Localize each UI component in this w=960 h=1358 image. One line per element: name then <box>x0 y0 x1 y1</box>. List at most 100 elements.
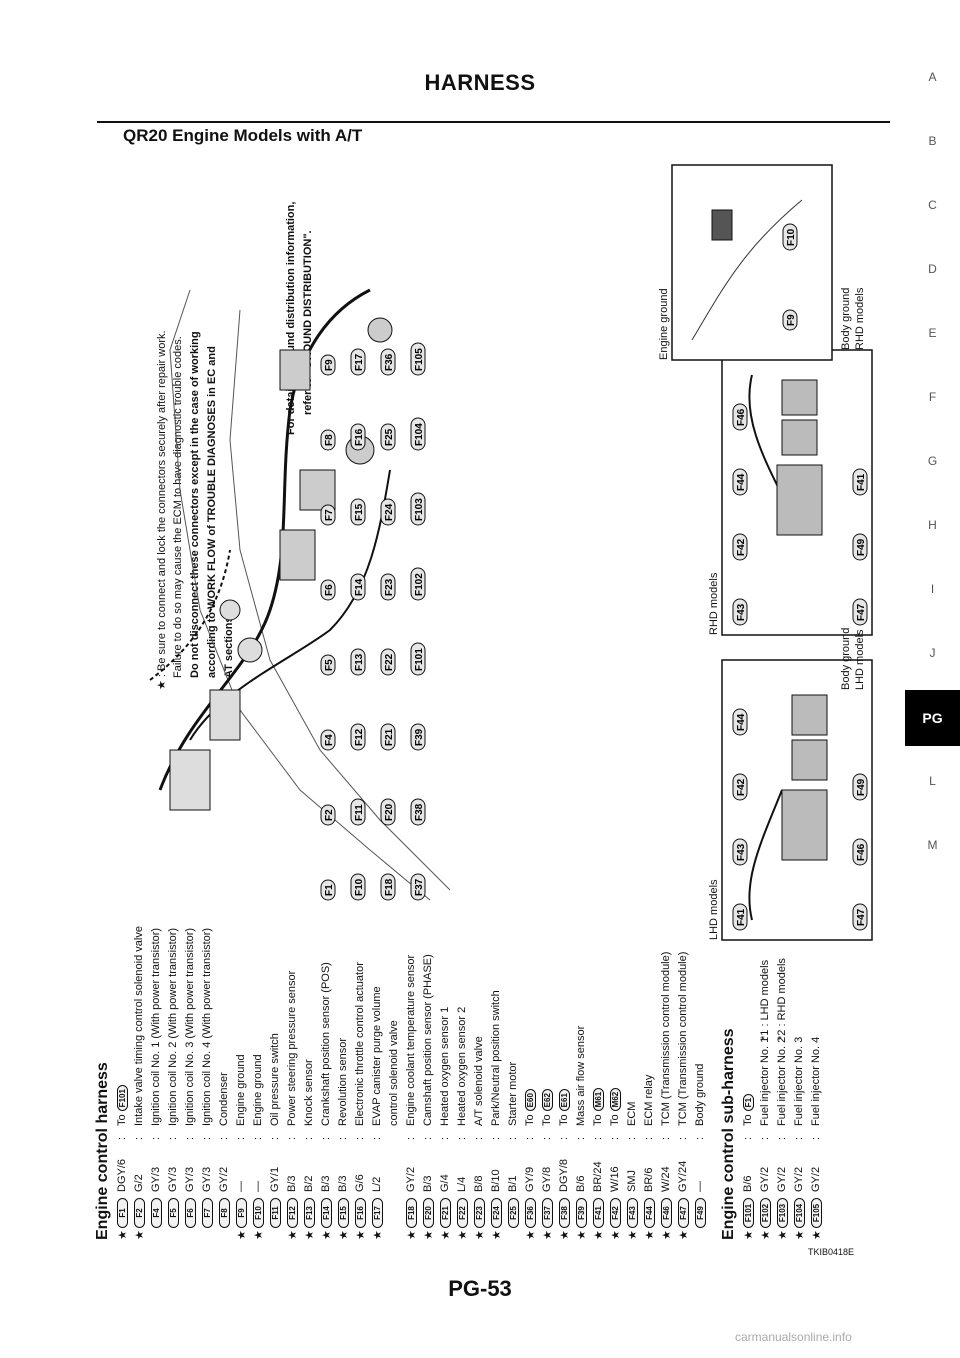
connector-description: To E61 <box>558 1089 570 1126</box>
connector-color: L/2 <box>371 1176 383 1192</box>
colon-sep: : <box>810 1136 822 1140</box>
callout-label: F12 <box>354 728 365 746</box>
connector-code: F11 <box>270 1198 281 1228</box>
colon-sep: : <box>742 1136 754 1140</box>
callout-badge <box>320 729 336 751</box>
callout-label: F105 <box>414 348 425 371</box>
connector-code: F39 <box>576 1198 587 1228</box>
side-tab-f[interactable]: F <box>928 390 937 404</box>
callout-label: F10 <box>354 878 365 896</box>
connector-color: G/2 <box>133 1174 145 1192</box>
side-tab-l[interactable]: L <box>929 774 936 788</box>
connector-code: F41 <box>593 1198 604 1228</box>
side-tab-a[interactable]: A <box>928 70 937 84</box>
callout-label: F14 <box>354 578 365 596</box>
connector-description: Starter motor <box>507 1061 519 1126</box>
callout-label: F46 <box>856 843 867 861</box>
callout-label: F41 <box>736 908 747 926</box>
engine-callout-group: F1F2F4F5F6F7F8F9F10F11F12F13F14F15F16F17… <box>320 342 426 901</box>
connector-description: ECM <box>626 1101 638 1126</box>
callout-badge <box>852 773 868 801</box>
side-tab-h[interactable]: H <box>928 518 937 532</box>
side-tab-b[interactable]: B <box>928 134 937 148</box>
colon-sep: : <box>167 1136 179 1140</box>
callout-badge <box>410 873 426 901</box>
connector-description: Fuel injector No. 3 <box>793 1036 805 1126</box>
connector-color: GY/2 <box>776 1166 788 1192</box>
colon-sep: : <box>643 1136 655 1140</box>
callout-label: F103 <box>414 498 425 521</box>
colon-sep: : <box>759 1136 771 1140</box>
side-tab-pg[interactable]: PG <box>905 690 960 746</box>
body-ground-lhd-label: Body ground <box>840 627 852 690</box>
callout-label: F1 <box>324 884 335 896</box>
colon-sep: : <box>793 1136 805 1140</box>
colon-sep: : <box>490 1136 502 1140</box>
connector-ref: E61 <box>559 1089 570 1112</box>
callout-badge <box>380 573 396 601</box>
callout-label: F6 <box>324 584 335 596</box>
legend-star-icon: ★ <box>794 1230 806 1240</box>
connector-code: F21 <box>440 1198 451 1228</box>
colon-sep: : <box>371 1136 383 1140</box>
callout-badge <box>350 798 366 826</box>
connector-code: F15 <box>338 1198 349 1228</box>
callout-badge <box>320 879 336 901</box>
callout-badge <box>380 423 396 451</box>
side-tab-c[interactable]: C <box>928 198 937 212</box>
callout-label: F11 <box>354 804 365 821</box>
connector-color: B/3 <box>337 1175 349 1192</box>
connector-code: F18 <box>406 1198 417 1228</box>
connector-description: Camshaft position sensor (PHASE) <box>422 954 434 1126</box>
colon-sep: : <box>660 1136 672 1140</box>
side-tab-j[interactable]: J <box>929 646 936 660</box>
callout-label: F8 <box>324 434 335 446</box>
colon-sep: : <box>184 1136 196 1140</box>
connector-description: A/T solenoid valve <box>473 1036 485 1126</box>
side-tab-m[interactable]: M <box>927 838 938 852</box>
connector-color: W/16 <box>609 1166 621 1192</box>
connector-code: F23 <box>474 1198 485 1228</box>
connector-color: GY/9 <box>524 1166 536 1192</box>
connector-color: B/3 <box>286 1175 298 1192</box>
connector-description: EVAP canister purge volume <box>371 986 383 1126</box>
connector-description: Mass air flow sensor <box>575 1025 587 1126</box>
connector-description: Engine ground <box>235 1054 247 1126</box>
connector-description: Electronic throttle control actuator <box>354 962 366 1126</box>
side-tab-g[interactable]: G <box>927 454 938 468</box>
callout-badge <box>410 417 426 451</box>
colon-sep: : <box>541 1136 553 1140</box>
legend-star-icon: ★ <box>338 1230 350 1240</box>
connector-description: Crankshaft position sensor (POS) <box>320 962 332 1126</box>
callout-badge <box>350 348 366 376</box>
connector-color: GY/3 <box>150 1166 162 1192</box>
legend-star-icon: ★ <box>423 1230 435 1240</box>
callout-label: F2 <box>324 809 335 821</box>
callout-label: F44 <box>736 713 747 731</box>
colon-sep: : <box>337 1136 349 1140</box>
callout-label: F49 <box>856 538 867 556</box>
legend-star-icon: ★ <box>117 1230 129 1240</box>
colon-sep: : <box>218 1136 230 1140</box>
connector-color: GY/8 <box>541 1166 553 1192</box>
colon-sep: : <box>133 1136 145 1140</box>
legend-star-icon: ★ <box>661 1230 673 1240</box>
connector-description: Park/Neutral position switch <box>490 990 502 1126</box>
callout-badge <box>320 804 336 826</box>
connector-code: F8 <box>219 1198 230 1228</box>
colon-sep: : <box>524 1136 536 1140</box>
colon-sep: : <box>116 1136 128 1140</box>
colon-sep: : <box>558 1136 570 1140</box>
connector-description: To M62 <box>609 1087 621 1126</box>
connector-code: F2 <box>134 1198 145 1228</box>
connector-ref: M61 <box>593 1087 604 1112</box>
legend-star-icon: ★ <box>491 1230 503 1240</box>
callout-label: F41 <box>856 473 867 491</box>
side-tab-i[interactable]: I <box>930 582 935 596</box>
callout-badge <box>732 403 748 431</box>
side-tab-d[interactable]: D <box>928 262 937 276</box>
side-tab-e[interactable]: E <box>928 326 937 340</box>
connector-code: F16 <box>355 1198 366 1228</box>
